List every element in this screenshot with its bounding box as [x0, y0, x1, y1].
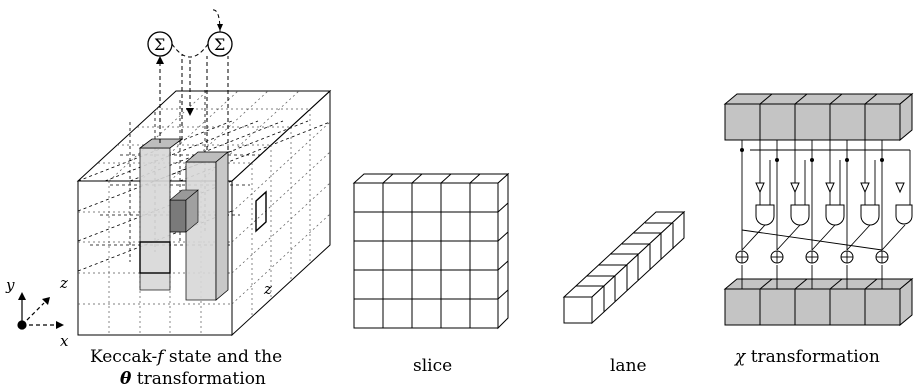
theta-target-bit	[169, 199, 187, 233]
side-square	[255, 190, 267, 233]
theta-columns	[138, 138, 230, 301]
cube-right-face	[231, 89, 331, 337]
caption-state-line2: θ transformation	[120, 369, 266, 389]
lane-diagram	[562, 210, 686, 325]
cube-z-label: z	[263, 280, 272, 298]
sigma-label-left: Σ	[154, 35, 165, 54]
chi-diagram	[723, 92, 914, 327]
front-square	[139, 241, 171, 274]
sigma-label-right: Σ	[214, 35, 225, 54]
chi-output-row	[723, 277, 914, 327]
axis-indicator	[17, 292, 64, 330]
chi-input-row	[723, 92, 914, 142]
axis-label-z: z	[59, 274, 68, 292]
caption-lane: lane	[610, 356, 647, 376]
axis-label-x: x	[60, 332, 69, 350]
keccak-state-diagram	[76, 9, 332, 337]
caption-chi: χ transformation	[734, 347, 880, 367]
axis-label-y: y	[5, 276, 15, 294]
caption-state-line1: Keccak-f state and the	[90, 347, 282, 367]
caption-slice: slice	[413, 356, 452, 376]
slice-diagram	[352, 172, 510, 330]
